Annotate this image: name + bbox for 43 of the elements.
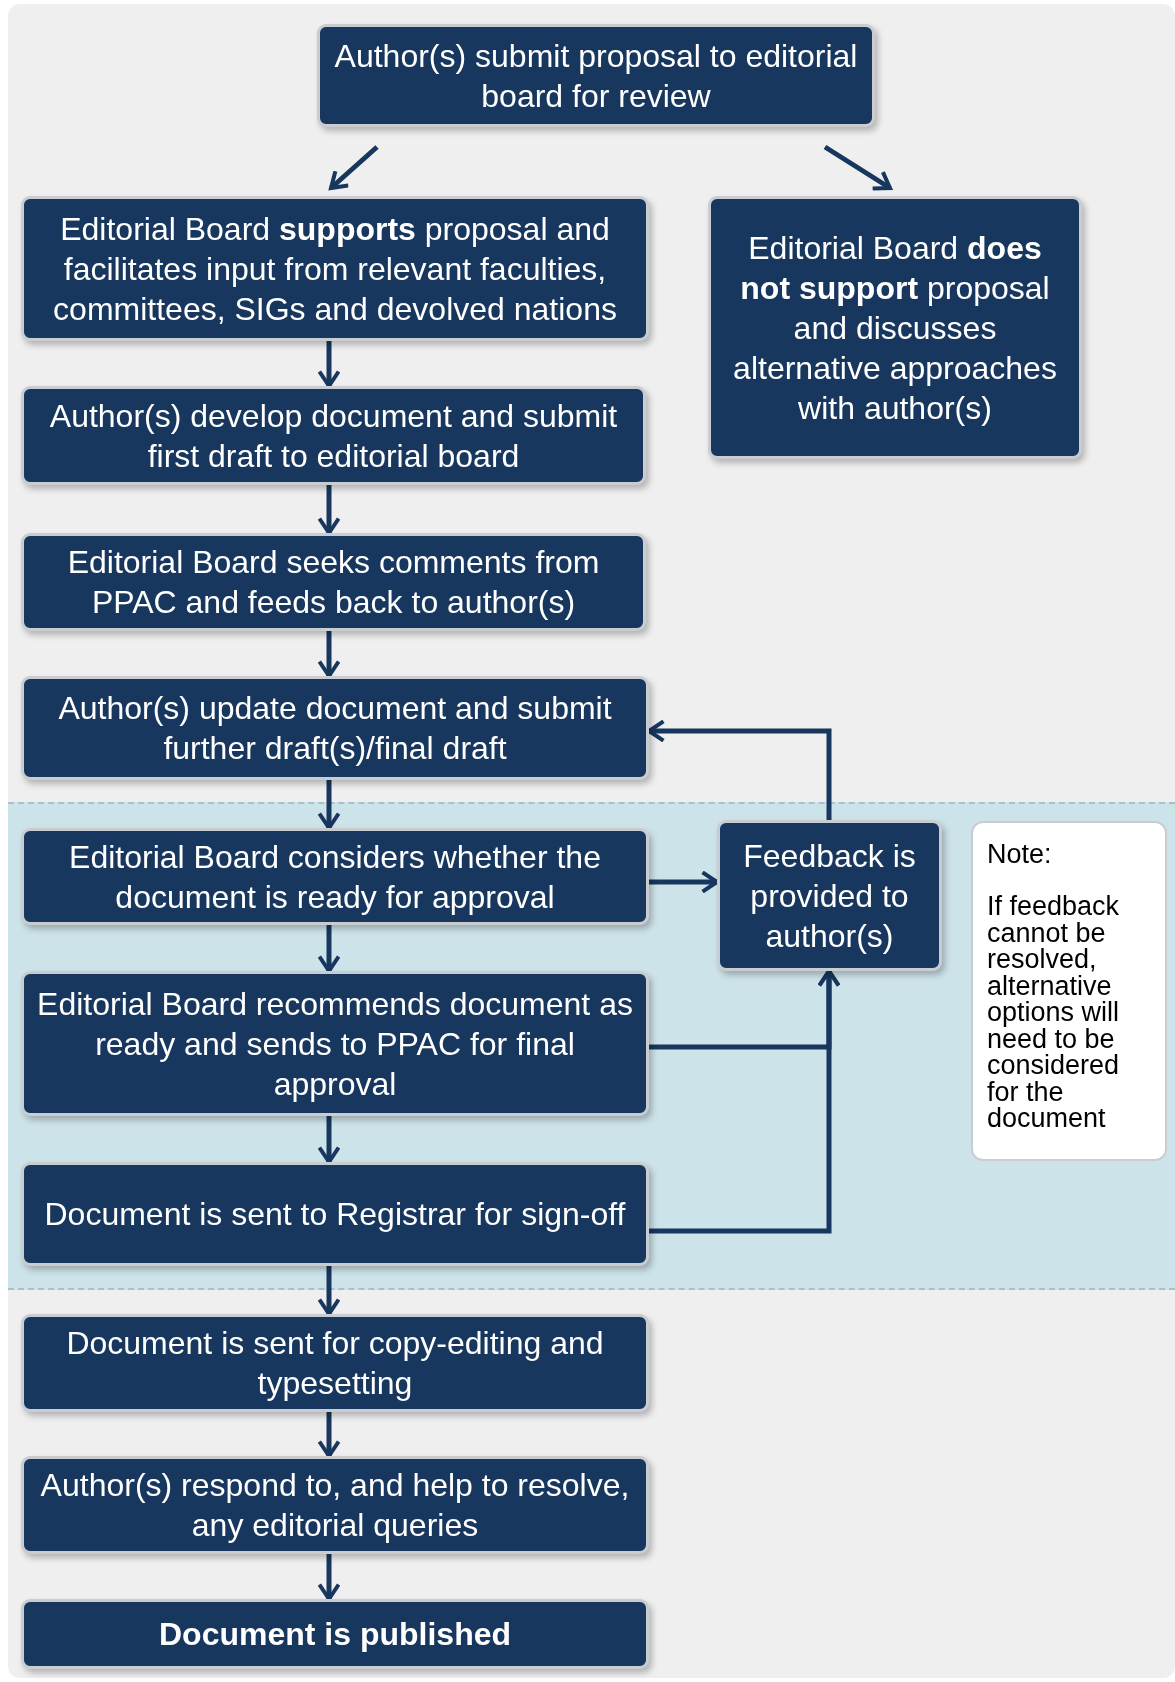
process-box	[21, 196, 649, 341]
arrow	[329, 145, 379, 190]
arrow	[317, 631, 341, 678]
process-box	[717, 820, 942, 971]
step-text: Author(s) submit proposal to editorial board for review	[333, 36, 859, 116]
arrow	[649, 870, 719, 894]
step-text: Author(s) develop document and submit first draft to editorial board	[48, 396, 619, 476]
step-text: Document is sent for copy-editing and typesetting	[65, 1324, 605, 1403]
step-text: Author(s) update document and submit further draft(s)/final draft	[57, 689, 613, 768]
process-box	[21, 1599, 649, 1669]
arrow	[317, 1412, 341, 1458]
step-text: Editorial Board considers whether the document is ready for approval	[68, 837, 602, 917]
step-text: Editorial Board supports proposal and facilitates input from relevant faculties, committees, SIGs and devolved nations	[52, 209, 618, 329]
step-text: Editorial Board seeks comments from PPAC and feeds back to author(s)	[66, 543, 601, 622]
process-box	[21, 971, 649, 1116]
note-text: Note:	[987, 841, 1052, 868]
arrow	[317, 1554, 341, 1601]
process-box	[21, 1162, 649, 1266]
process-box	[708, 196, 1082, 459]
process-box	[21, 533, 646, 631]
process-box	[21, 1314, 649, 1412]
process-box	[21, 676, 649, 780]
arrow	[317, 341, 341, 388]
process-box	[21, 828, 649, 925]
process-box	[317, 24, 875, 127]
arrow	[647, 719, 832, 820]
step-text: Author(s) respond to, and help to resolve, any editorial queries	[39, 1466, 631, 1545]
arrow	[317, 925, 341, 973]
arrow	[317, 485, 341, 535]
process-box	[21, 1456, 649, 1554]
note-box	[971, 821, 1167, 1161]
step-text: Document is published	[159, 1615, 511, 1654]
step-text: Editorial Board recommends document as ready and sends to PPAC for final approval	[36, 984, 634, 1104]
step-text: Document is sent to Registrar for sign-off	[44, 1195, 626, 1234]
arrow	[317, 1116, 341, 1164]
arrow	[317, 1266, 341, 1316]
step-text: Editorial Board does not support proposal and discusses alternative approaches with author(s)	[732, 228, 1058, 428]
note-text: If feedback cannot be resolved, alternative options will need to be considered for the document	[987, 893, 1121, 1132]
process-box	[21, 386, 646, 485]
arrow	[649, 969, 841, 1234]
arrow	[823, 144, 892, 191]
step-text: Feedback is provided to author(s)	[742, 836, 917, 956]
arrow	[317, 780, 341, 830]
